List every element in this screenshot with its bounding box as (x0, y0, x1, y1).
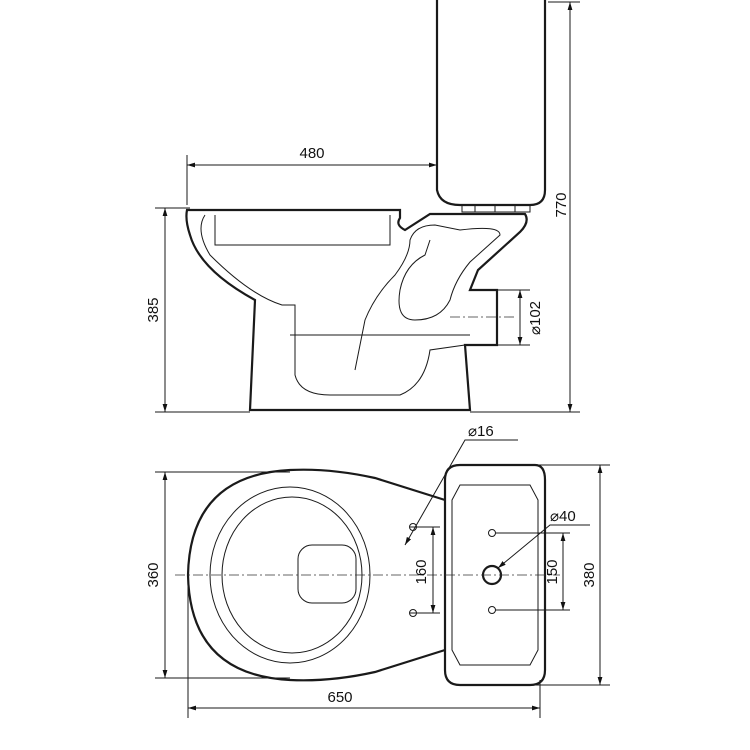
dim-360-label: 360 (145, 562, 162, 587)
drain-square (297, 544, 357, 604)
rim-line (214, 215, 391, 246)
dim-150-label: 150 (544, 559, 561, 584)
tank-inner (451, 484, 539, 666)
side-view: 480 385 770 ⌀102 (145, 0, 580, 413)
dim-770-label: 770 (553, 192, 570, 217)
bowl-inner (200, 214, 466, 396)
dim-380-label: 380 (581, 562, 598, 587)
dim-102-label: ⌀102 (527, 301, 544, 335)
dim-40-label: ⌀40 (550, 508, 576, 525)
leader-16 (404, 439, 518, 546)
leader-40 (497, 524, 590, 569)
dim-160-label: 160 (413, 559, 430, 584)
tank-bottom-fittings (461, 205, 531, 213)
bowl-outline (185, 208, 528, 412)
dim-385-label: 385 (145, 297, 162, 322)
tank-bolt-hole (488, 606, 496, 614)
bowl-top-outline (186, 468, 446, 682)
tank-bolt-hole (488, 529, 496, 537)
tank-side (435, 0, 547, 207)
dim-480-label: 480 (299, 145, 324, 162)
dim-650-label: 650 (327, 689, 352, 706)
top-view: 360 160 150 380 650 ⌀16 ⌀40 (145, 423, 610, 718)
trapway (354, 224, 501, 371)
dim-16-label: ⌀16 (468, 423, 494, 440)
